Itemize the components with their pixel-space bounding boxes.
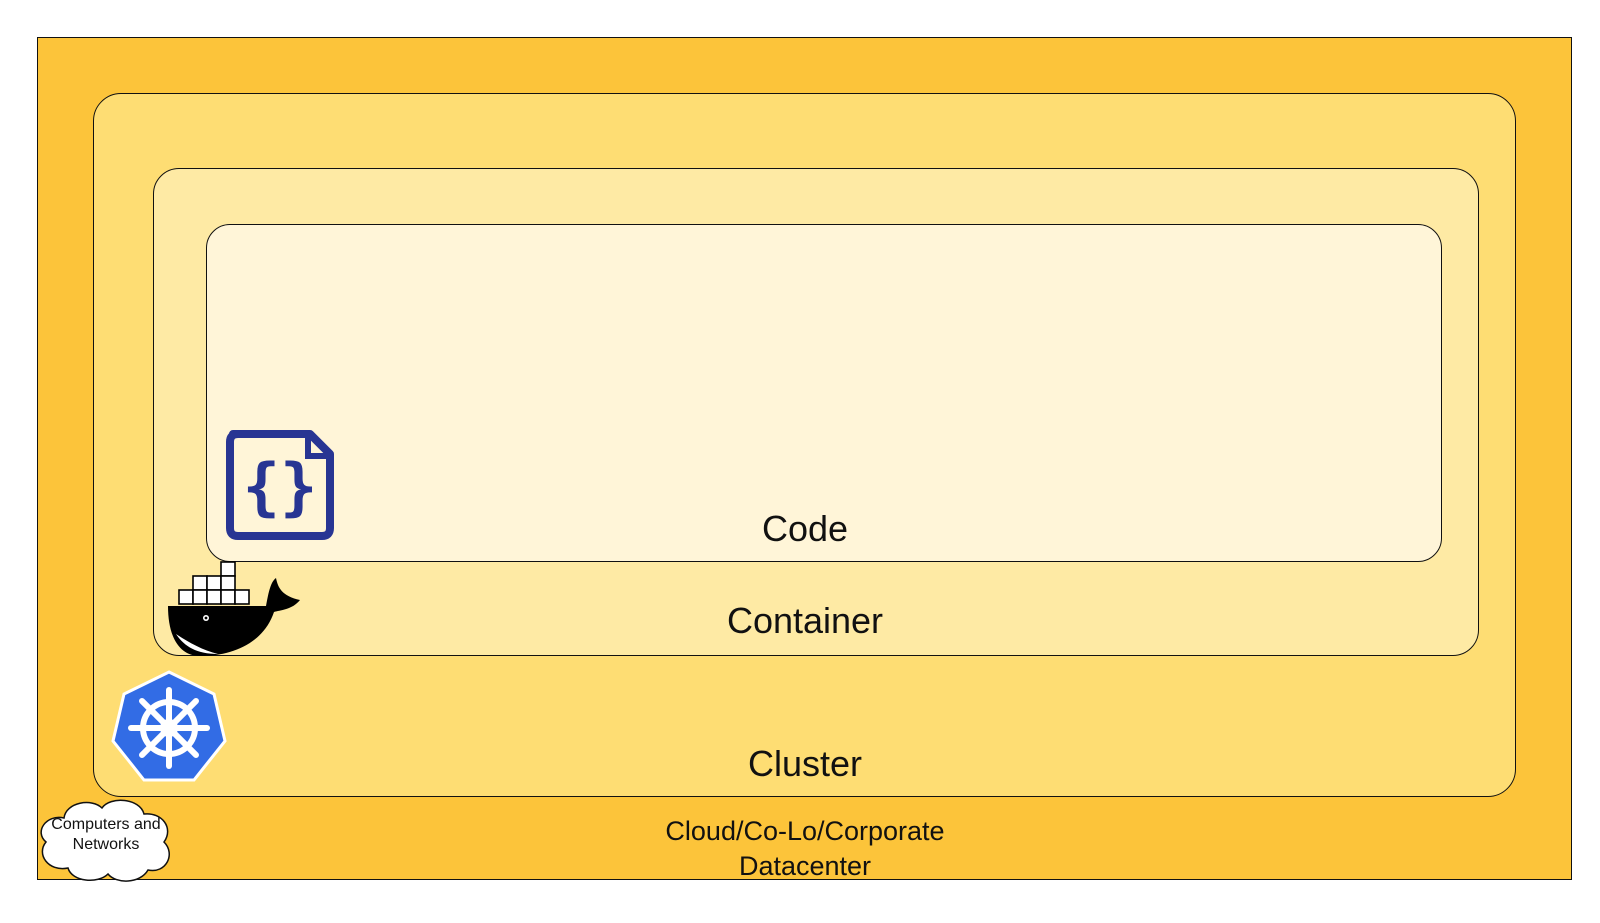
svg-text:{}: {} [243, 450, 318, 523]
docker-whale-icon [168, 561, 300, 656]
container-label: Container [726, 600, 884, 641]
datacenter-label: Cloud/Co-Lo/Corporate Datacenter [665, 816, 945, 881]
code-file-braces-icon: {} [226, 430, 334, 540]
code-label: Code [761, 508, 849, 549]
code-layer [206, 224, 1442, 562]
kubernetes-helm-icon [111, 670, 227, 782]
cloud-label: Computers and Networks [51, 816, 161, 853]
cluster-label: Cluster [747, 743, 863, 784]
cloud-icon [40, 799, 170, 882]
